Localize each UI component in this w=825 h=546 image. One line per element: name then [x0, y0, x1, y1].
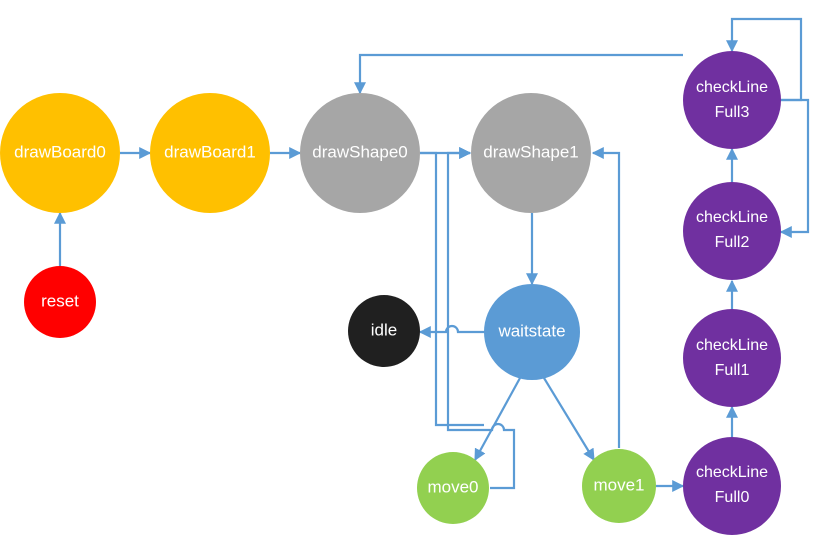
node-label: move0: [427, 477, 478, 496]
edge-checklinefull3-to-drawshape0: [354, 53, 683, 95]
edge-checklinefull3-self-loop: [726, 17, 803, 102]
node-drawshape1: drawShape1: [471, 93, 591, 213]
edge-waitstate-to-idle: [418, 324, 485, 338]
nodes: drawBoard0 drawBoard1 reset drawShape0 d…: [0, 51, 781, 535]
node-label: drawBoard0: [14, 142, 106, 161]
node-circle: [582, 449, 656, 523]
node-label-line2: Full0: [715, 489, 750, 506]
edge-waitstate-to-move1: [543, 377, 595, 462]
node-label: drawShape1: [483, 142, 578, 161]
node-circle: [683, 182, 781, 280]
node-label: waitstate: [497, 321, 565, 340]
node-move1: move1: [582, 449, 656, 523]
node-label-line1: checkLine: [696, 79, 768, 96]
edge-waitstate-to-move0: [474, 377, 521, 462]
node-checklinefull2: checkLine Full2: [683, 182, 781, 280]
edge-drawshape0-loop: [420, 151, 484, 427]
node-label-line1: checkLine: [696, 464, 768, 481]
node-circle: [24, 266, 96, 338]
node-circle: [0, 93, 120, 213]
node-label: idle: [371, 320, 397, 339]
node-circle: [348, 295, 420, 367]
node-label: move1: [593, 475, 644, 494]
node-circle: [471, 93, 591, 213]
node-label-line1: checkLine: [696, 337, 768, 354]
node-drawshape0: drawShape0: [300, 93, 420, 213]
edges: [54, 17, 810, 492]
node-checklinefull1: checkLine Full1: [683, 309, 781, 407]
node-label-line1: checkLine: [696, 209, 768, 226]
node-circle: [417, 452, 489, 524]
edge-move0-to-drawshape1: [446, 147, 516, 490]
node-circle: [300, 93, 420, 213]
node-label: drawBoard1: [164, 142, 256, 161]
node-checklinefull3: checkLine Full3: [683, 51, 781, 149]
node-drawboard1: drawBoard1: [150, 93, 270, 213]
node-waitstate: waitstate: [484, 284, 580, 380]
node-move0: move0: [417, 452, 489, 524]
node-circle: [150, 93, 270, 213]
node-label-line2: Full2: [715, 234, 750, 251]
node-circle: [683, 309, 781, 407]
node-circle: [683, 51, 781, 149]
node-label: reset: [41, 291, 79, 310]
node-circle: [683, 437, 781, 535]
node-label: drawShape0: [312, 142, 407, 161]
node-label-line2: Full3: [715, 104, 750, 121]
node-reset: reset: [24, 266, 96, 338]
node-circle: [484, 284, 580, 380]
node-idle: idle: [348, 295, 420, 367]
node-drawboard0: drawBoard0: [0, 93, 120, 213]
edge-move1-to-drawshape1: [591, 147, 621, 448]
node-label-line2: Full1: [715, 362, 750, 379]
edge-checklinefull3-to-checklinefull2: [779, 98, 810, 238]
node-checklinefull0: checkLine Full0: [683, 437, 781, 535]
